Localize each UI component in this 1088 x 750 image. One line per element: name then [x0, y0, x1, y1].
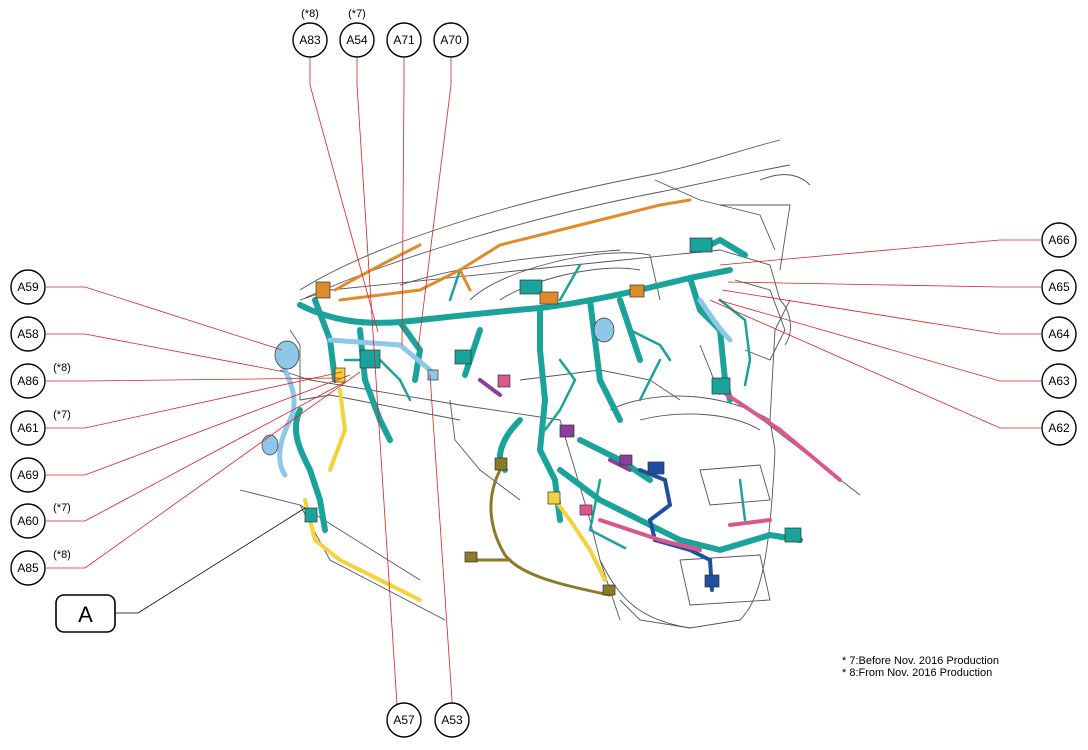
callout-circle	[1041, 269, 1077, 305]
callout-circle	[10, 503, 46, 539]
callout-circle	[292, 22, 328, 58]
harness-light-blue	[277, 297, 733, 478]
callout-a83: A83 (*8)	[292, 8, 328, 58]
callout-label: A62	[1048, 421, 1070, 435]
callout-a66: A66	[1041, 222, 1077, 258]
callout-note: (*8)	[53, 549, 71, 561]
callout-circle	[10, 550, 46, 586]
callout-circle	[1041, 410, 1077, 446]
callout-circle	[10, 269, 46, 305]
callout-a53: A53	[434, 702, 470, 738]
callout-circle	[386, 22, 422, 58]
callout-a60: A60 (*7)	[10, 502, 71, 539]
callout-circle	[386, 702, 422, 738]
callout-circle	[1041, 316, 1077, 352]
callout-a62: A62	[1041, 410, 1077, 446]
callout-label: A61	[17, 421, 39, 435]
footnote-7: * 7:Before Nov. 2016 Production	[842, 655, 999, 667]
callout-label: A53	[441, 713, 463, 727]
callout-note: (*7)	[53, 409, 71, 421]
callout-a86: A86 (*8)	[10, 362, 71, 399]
frame-label-text: A	[78, 602, 93, 627]
callout-circle	[434, 702, 470, 738]
harness-orange	[333, 198, 692, 302]
callout-circle	[433, 22, 469, 58]
callout-circle	[10, 316, 46, 352]
callout-a64: A64	[1041, 316, 1077, 352]
callout-label: A83	[299, 33, 321, 47]
callout-a57: A57	[386, 702, 422, 738]
harness-navy	[638, 468, 714, 592]
callout-a63: A63	[1041, 363, 1077, 399]
callout-a59: A59	[10, 269, 46, 305]
footnote-8: * 8:From Nov. 2016 Production	[842, 667, 992, 679]
callout-note: (*7)	[53, 502, 71, 514]
callout-a58: A58	[10, 316, 46, 352]
callout-circle	[10, 410, 46, 446]
callout-a61: A61 (*7)	[10, 409, 71, 446]
frame-leader-line	[115, 507, 306, 614]
callout-circle	[339, 22, 375, 58]
grommets	[261, 317, 615, 456]
callout-a69: A69	[10, 457, 46, 493]
callout-label: A66	[1048, 233, 1070, 247]
callout-note: (*8)	[301, 8, 319, 20]
callout-circle	[1041, 222, 1077, 258]
callout-label: A59	[17, 280, 39, 294]
callout-label: A65	[1048, 280, 1070, 294]
harness-yellow	[303, 388, 607, 602]
callout-note: (*8)	[53, 362, 71, 374]
callout-label: A85	[17, 561, 39, 575]
callout-label: A58	[17, 327, 39, 341]
callout-label: A57	[393, 713, 415, 727]
callout-label: A64	[1048, 327, 1070, 341]
callout-label: A54	[346, 33, 368, 47]
callout-circle	[10, 363, 46, 399]
callout-label: A69	[17, 468, 39, 482]
footnotes: * 7:Before Nov. 2016 Production * 8:From…	[842, 655, 999, 679]
callout-label: A70	[440, 33, 462, 47]
frame-label-a: A	[55, 594, 116, 633]
callout-label: A60	[17, 514, 39, 528]
callout-circle	[10, 457, 46, 493]
harness-pink	[598, 388, 842, 552]
callout-a71: A71	[386, 22, 422, 58]
connector-blocks	[304, 237, 802, 596]
callout-note: (*7)	[348, 8, 366, 20]
callout-circle	[1041, 363, 1077, 399]
callout-a65: A65	[1041, 269, 1077, 305]
callout-a85: A85 (*8)	[10, 549, 71, 586]
callout-a54: A54 (*7)	[339, 8, 375, 58]
callout-label: A86	[17, 374, 39, 388]
callout-a70: A70	[433, 22, 469, 58]
callout-label: A63	[1048, 374, 1070, 388]
callout-label: A71	[393, 33, 415, 47]
